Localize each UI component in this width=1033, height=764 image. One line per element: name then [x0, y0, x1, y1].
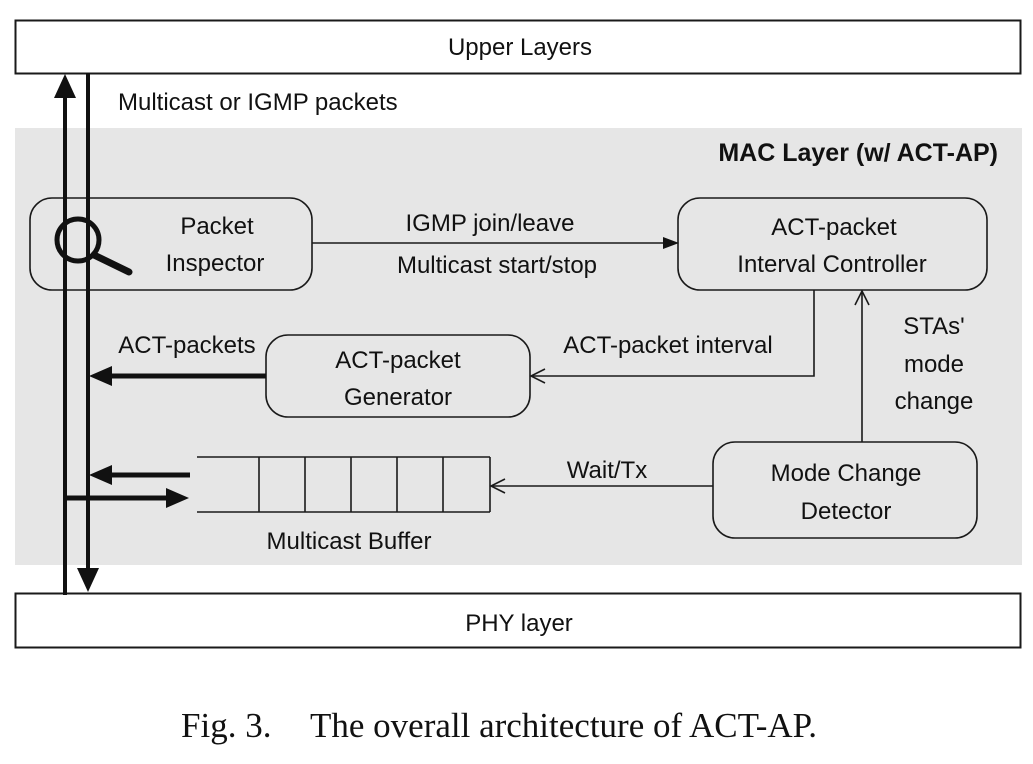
- buffer-enqueue-arrow: [63, 488, 189, 508]
- packet-inspector-frame: [29, 197, 313, 291]
- igmp-join-leave-label: IGMP join/leave: [406, 210, 575, 237]
- interval-arrow-path: [532, 290, 815, 377]
- act-packets-arrow-head: [89, 366, 112, 386]
- multicast-buffer-label: Multicast Buffer: [267, 528, 432, 555]
- multicast-uplink-arrow: [54, 74, 76, 595]
- upper-layers-label: Upper Layers: [448, 34, 592, 61]
- figure-caption: Fig. 3. The overall architecture of ACT-…: [181, 706, 817, 745]
- igmp-event-arrow: IGMP join/leave Multicast start/stop: [312, 210, 679, 279]
- mode-change-arrow: STAs' mode change: [854, 289, 974, 442]
- interval-controller-frame: [677, 197, 988, 291]
- igmp-event-arrow-head: [663, 237, 679, 249]
- wait-tx-arrow: Wait/Tx: [489, 457, 713, 494]
- interval-controller-box: ACT-packet Interval Controller: [677, 197, 988, 291]
- mode-change-detector-label-line2: Detector: [801, 498, 892, 525]
- stas-mode-change-label-line1: STAs': [903, 313, 964, 340]
- multicast-downlink-arrow-head: [77, 568, 99, 592]
- mac-layer-region: MAC Layer (w/ ACT-AP): [15, 128, 1022, 565]
- buffer-dequeue-arrow: [89, 465, 190, 485]
- packet-generator-box: ACT-packet Generator: [265, 334, 531, 418]
- act-packets-label: ACT-packets: [118, 332, 255, 359]
- magnifier-icon: [54, 216, 133, 276]
- wait-tx-arrow-head: [489, 478, 506, 494]
- upper-layers-box: Upper Layers: [14, 19, 1022, 75]
- packet-inspector-box: Packet Inspector: [29, 197, 313, 291]
- upper-layers-frame: [14, 19, 1022, 75]
- phy-layer-box: PHY layer: [14, 592, 1022, 649]
- buffer-dequeue-arrow-head: [89, 465, 112, 485]
- magnifier-handle: [90, 251, 133, 276]
- mode-change-detector-frame: [712, 441, 978, 539]
- act-packet-interval-label: ACT-packet interval: [563, 332, 772, 359]
- figure-caption-text: The overall architecture of ACT-AP.: [310, 706, 817, 745]
- interval-controller-label-line1: ACT-packet: [771, 214, 897, 241]
- stas-mode-change-label-line3: change: [895, 388, 974, 415]
- packet-generator-label-line1: ACT-packet: [335, 347, 461, 374]
- multicast-buffer: Multicast Buffer: [197, 456, 491, 555]
- multicast-start-stop-label: Multicast start/stop: [397, 252, 597, 279]
- interval-controller-label-line2: Interval Controller: [737, 251, 926, 278]
- multicast-downlink-arrow: [77, 73, 99, 592]
- buffer-enqueue-arrow-head: [166, 488, 189, 508]
- packet-inspector-label-line1: Packet: [180, 213, 254, 240]
- figure-caption-number: Fig. 3.: [181, 706, 271, 745]
- mode-change-arrow-head: [854, 289, 870, 306]
- mode-change-detector-box: Mode Change Detector: [712, 441, 978, 539]
- packet-inspector-label-line2: Inspector: [166, 250, 265, 277]
- interval-arrow-head: [529, 368, 546, 384]
- multicast-uplink-arrow-head: [54, 74, 76, 98]
- interval-arrow: ACT-packet interval: [529, 290, 815, 384]
- packet-generator-label-line2: Generator: [344, 384, 452, 411]
- magnifier-lens: [54, 216, 102, 264]
- mac-layer-background: [15, 128, 1022, 565]
- uplink-label: Multicast or IGMP packets: [118, 89, 398, 116]
- mode-change-detector-label-line1: Mode Change: [771, 460, 922, 487]
- wait-tx-label: Wait/Tx: [567, 457, 647, 484]
- mac-layer-title: MAC Layer (w/ ACT-AP): [718, 139, 998, 167]
- stas-mode-change-label-line2: mode: [904, 351, 964, 378]
- act-packets-arrow: ACT-packets: [89, 332, 266, 386]
- phy-layer-label: PHY layer: [465, 610, 573, 637]
- phy-layer-frame: [14, 592, 1022, 649]
